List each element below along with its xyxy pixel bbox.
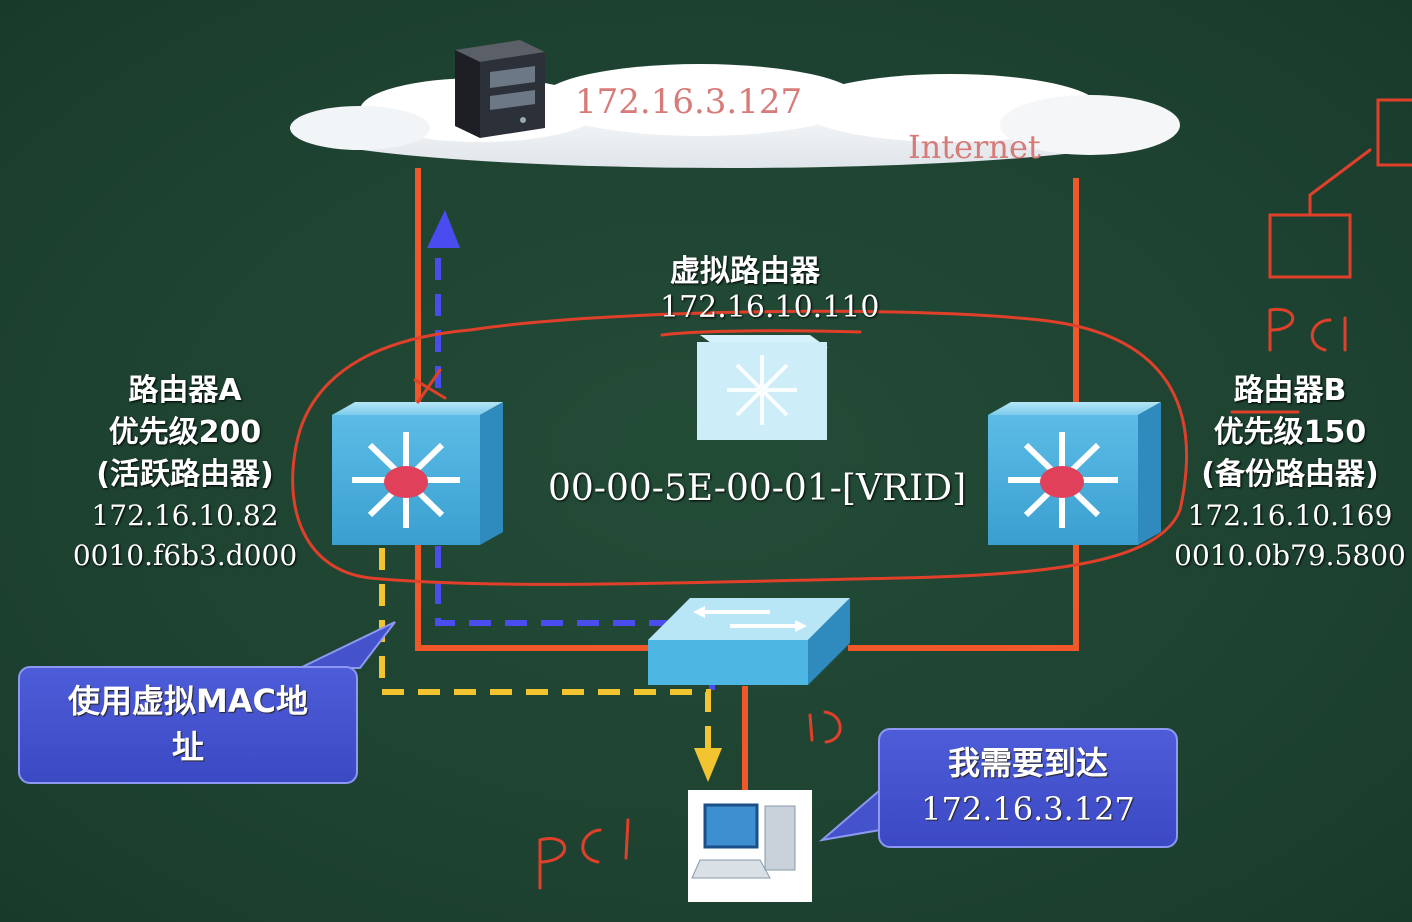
callout-right-line2: 172.16.3.127 — [880, 786, 1176, 832]
callout-left-line1: 使用虚拟MAC地 — [20, 678, 356, 724]
callout-destination: 我需要到达 172.16.3.127 — [878, 728, 1178, 848]
callout-right-line1: 我需要到达 — [880, 740, 1176, 786]
callout-left-line2: 址 — [20, 724, 356, 770]
callout-virtual-mac: 使用虚拟MAC地 址 — [18, 666, 358, 784]
